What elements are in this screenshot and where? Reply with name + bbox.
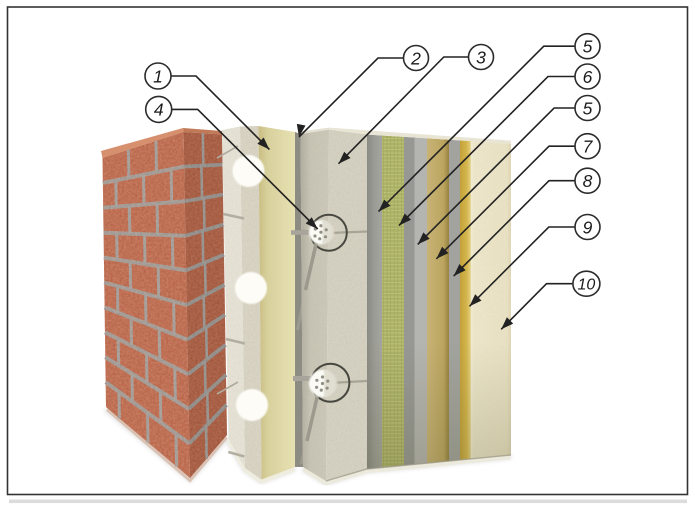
svg-text:7: 7 [583,137,594,157]
svg-text:3: 3 [476,47,486,67]
svg-text:5: 5 [583,98,593,118]
svg-text:9: 9 [583,217,593,237]
svg-text:5: 5 [583,37,593,57]
svg-text:1: 1 [153,66,163,86]
svg-text:8: 8 [583,171,593,191]
svg-text:6: 6 [583,67,593,87]
svg-text:10: 10 [578,277,596,294]
svg-text:4: 4 [154,100,164,120]
svg-text:2: 2 [410,48,421,68]
